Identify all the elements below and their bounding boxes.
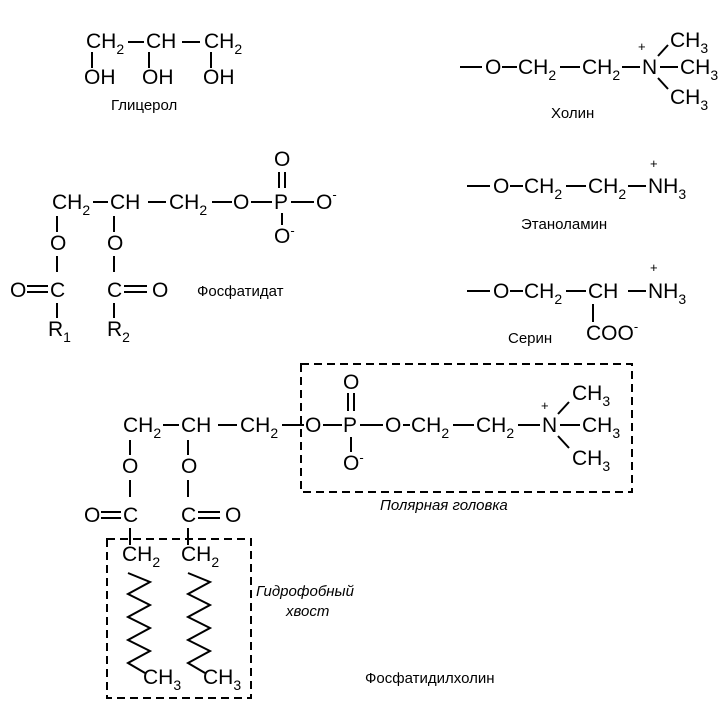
phosphatidate-label: Фосфатидат (197, 283, 284, 300)
pc-ch3-mid: CH3 (582, 414, 620, 441)
glycerol-ch: CH (146, 30, 176, 53)
eth-o: O (493, 175, 509, 198)
bond (557, 401, 570, 415)
glycerol-ch2-right: CH2 (204, 30, 242, 57)
pc-ch: CH (181, 414, 211, 437)
glycerol-oh-3: OH (203, 66, 235, 89)
pc-o-ester-2: O (181, 455, 197, 478)
pc-ch2-right: CH2 (240, 414, 278, 441)
eth-nh3: NH3 (648, 175, 686, 202)
eth-ch2-2: CH2 (588, 175, 626, 202)
choline-n: N (642, 56, 657, 79)
pc-tail-ch3-1: CH3 (143, 666, 181, 693)
choline-ch3-mid: CH3 (680, 56, 718, 83)
pa-o-carbonyl-1: O (10, 279, 26, 302)
pa-p: P (274, 191, 288, 214)
pc-ch2-c1: CH2 (411, 414, 449, 441)
pc-tail-ch3-2: CH3 (203, 666, 241, 693)
pc-o-ester-1: O (122, 455, 138, 478)
pc-ch3-bottom: CH3 (572, 447, 610, 474)
pc-tail-ch2-2: CH2 (181, 543, 219, 570)
pa-ch: CH (110, 191, 140, 214)
ser-plus-charge: + (650, 260, 658, 275)
choline-ch3-top: CH3 (670, 29, 708, 56)
pa-r1: R1 (48, 318, 71, 345)
ser-nh3: NH3 (648, 280, 686, 307)
ser-coo: COO- (586, 319, 638, 345)
pa-o-ester-1: O (50, 232, 66, 255)
pa-ch2-left: CH2 (52, 191, 90, 218)
ethanolamine-label: Этаноламин (521, 216, 607, 233)
phosphatidate-structure: CH2 CH CH2 O P O O- O- O O O C C O R1 R2 (10, 148, 337, 345)
fatty-acid-chain-1 (125, 572, 153, 674)
pa-o-double: O (274, 148, 290, 171)
pc-o-choline: O (385, 414, 401, 437)
glycerol-oh-1: OH (84, 66, 116, 89)
pa-r2: R2 (107, 318, 130, 345)
pa-c-2: C (107, 279, 122, 302)
pc-plus-charge: + (541, 398, 549, 413)
glycerol-label: Глицерол (111, 97, 177, 114)
glycerol-structure: CH2 CH CH2 OH OH OH Глицерол (84, 30, 242, 114)
hydrophobic-tail-label-line1: Гидрофобный (256, 583, 355, 600)
choline-label: Холин (551, 105, 594, 122)
pa-c-1: C (50, 279, 65, 302)
pc-ch2-left: CH2 (123, 414, 161, 441)
ethanolamine-structure: O CH2 CH2 NH3 + Этаноламин (467, 156, 686, 233)
pc-c-1: C (123, 504, 138, 527)
eth-plus-charge: + (650, 156, 658, 171)
pa-o-bridge: O (233, 191, 249, 214)
choline-ch3-bottom: CH3 (670, 86, 708, 113)
pc-n: N (542, 414, 557, 437)
pc-o-carbonyl-1: O (84, 504, 100, 527)
pc-ch2-c2: CH2 (476, 414, 514, 441)
phosphatidylcholine-structure: CH2 CH CH2 O P O O- O CH2 CH2 N + CH3 CH… (84, 363, 633, 699)
pc-o-bridge: O (305, 414, 321, 437)
pa-ch2-right: CH2 (169, 191, 207, 218)
choline-ch2-2: CH2 (582, 56, 620, 83)
choline-structure: O CH2 CH2 N + CH3 CH3 CH3 Холин (460, 29, 718, 122)
ser-ch2: CH2 (524, 280, 562, 307)
ser-ch: CH (588, 280, 618, 303)
ser-o: O (493, 280, 509, 303)
pc-p: P (343, 414, 357, 437)
bond (657, 77, 669, 90)
bond (657, 44, 669, 57)
bond (557, 435, 570, 449)
glycerol-ch2-left: CH2 (86, 30, 124, 57)
pa-o-ester-2: O (107, 232, 123, 255)
choline-ch2-1: CH2 (518, 56, 556, 83)
fatty-acid-chain-2 (185, 572, 213, 674)
serine-structure: O CH2 CH NH3 + COO- Серин (467, 260, 686, 347)
eth-ch2-1: CH2 (524, 175, 562, 202)
pc-ch3-top: CH3 (572, 382, 610, 409)
choline-o: O (485, 56, 501, 79)
hydrophobic-tail-box (106, 538, 252, 699)
pa-o-minus-right: O- (316, 187, 337, 214)
polar-head-label: Полярная головка (380, 497, 508, 514)
choline-plus-charge: + (638, 39, 646, 54)
serine-label: Серин (508, 330, 552, 347)
pc-c-2: C (181, 504, 196, 527)
pc-o-minus: O- (343, 450, 364, 475)
polar-head-box (300, 363, 633, 493)
phosphatidylcholine-label: Фосфатидилхолин (365, 670, 495, 687)
pc-o-double: O (343, 371, 359, 394)
pa-o-minus-bottom: O- (274, 223, 295, 248)
pc-o-carbonyl-2: O (225, 504, 241, 527)
glycerol-oh-2: OH (142, 66, 174, 89)
pc-tail-ch2-1: CH2 (122, 543, 160, 570)
hydrophobic-tail-label-line2: хвост (285, 603, 329, 620)
pa-o-carbonyl-2: O (152, 279, 168, 302)
